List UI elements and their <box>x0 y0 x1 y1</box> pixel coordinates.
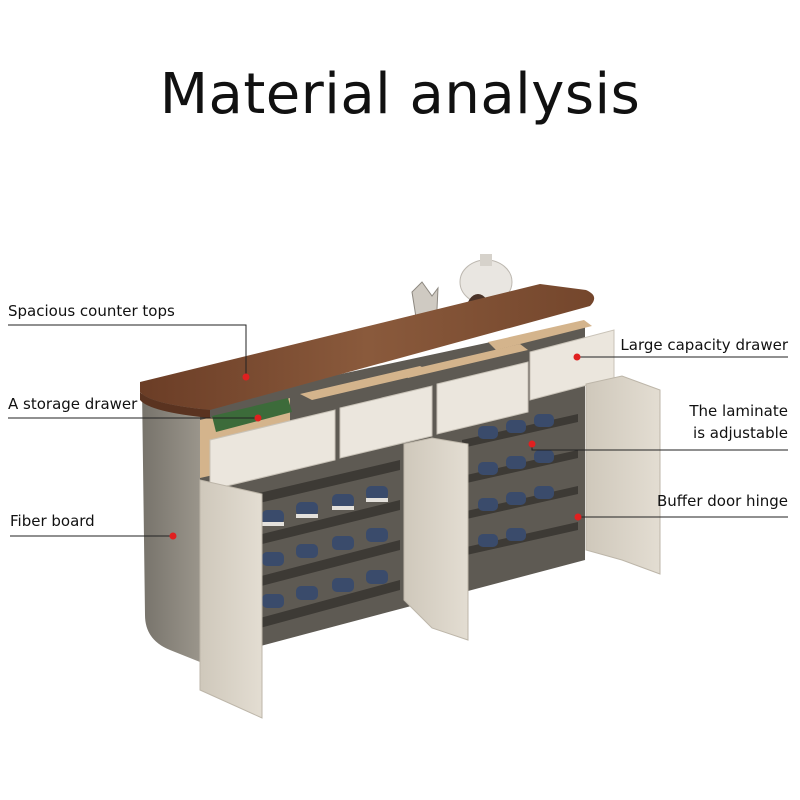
marker-dots <box>169 353 582 540</box>
callout-door-hinge: Buffer door hinge <box>656 492 788 510</box>
left-shoe-shelves <box>238 460 400 634</box>
callout-large-drawer: Large capacity drawer <box>620 336 788 354</box>
marker-door-hinge <box>574 513 582 521</box>
wood-counter-top <box>140 284 595 410</box>
drawers-row <box>200 320 615 491</box>
marker-counter-top <box>242 373 250 381</box>
cabinet-side-panel <box>142 388 200 662</box>
callout-storage-drawer: A storage drawer <box>8 395 138 413</box>
callout-fiber-board: Fiber board <box>10 512 95 530</box>
page-title: Material analysis <box>159 62 641 127</box>
marker-storage-drawer <box>254 414 262 422</box>
right-shoe-shelves <box>462 414 578 556</box>
callout-counter-tops: Spacious counter tops <box>8 302 175 320</box>
marker-fiber-board <box>169 532 177 540</box>
marker-large-drawer <box>573 353 581 361</box>
leader-lines <box>8 324 788 537</box>
cabinet-doors <box>199 375 661 719</box>
marker-laminate <box>528 440 536 448</box>
callout-laminate-line1: The laminate <box>689 402 788 420</box>
callout-laminate-line2: is adjustable <box>693 424 788 442</box>
